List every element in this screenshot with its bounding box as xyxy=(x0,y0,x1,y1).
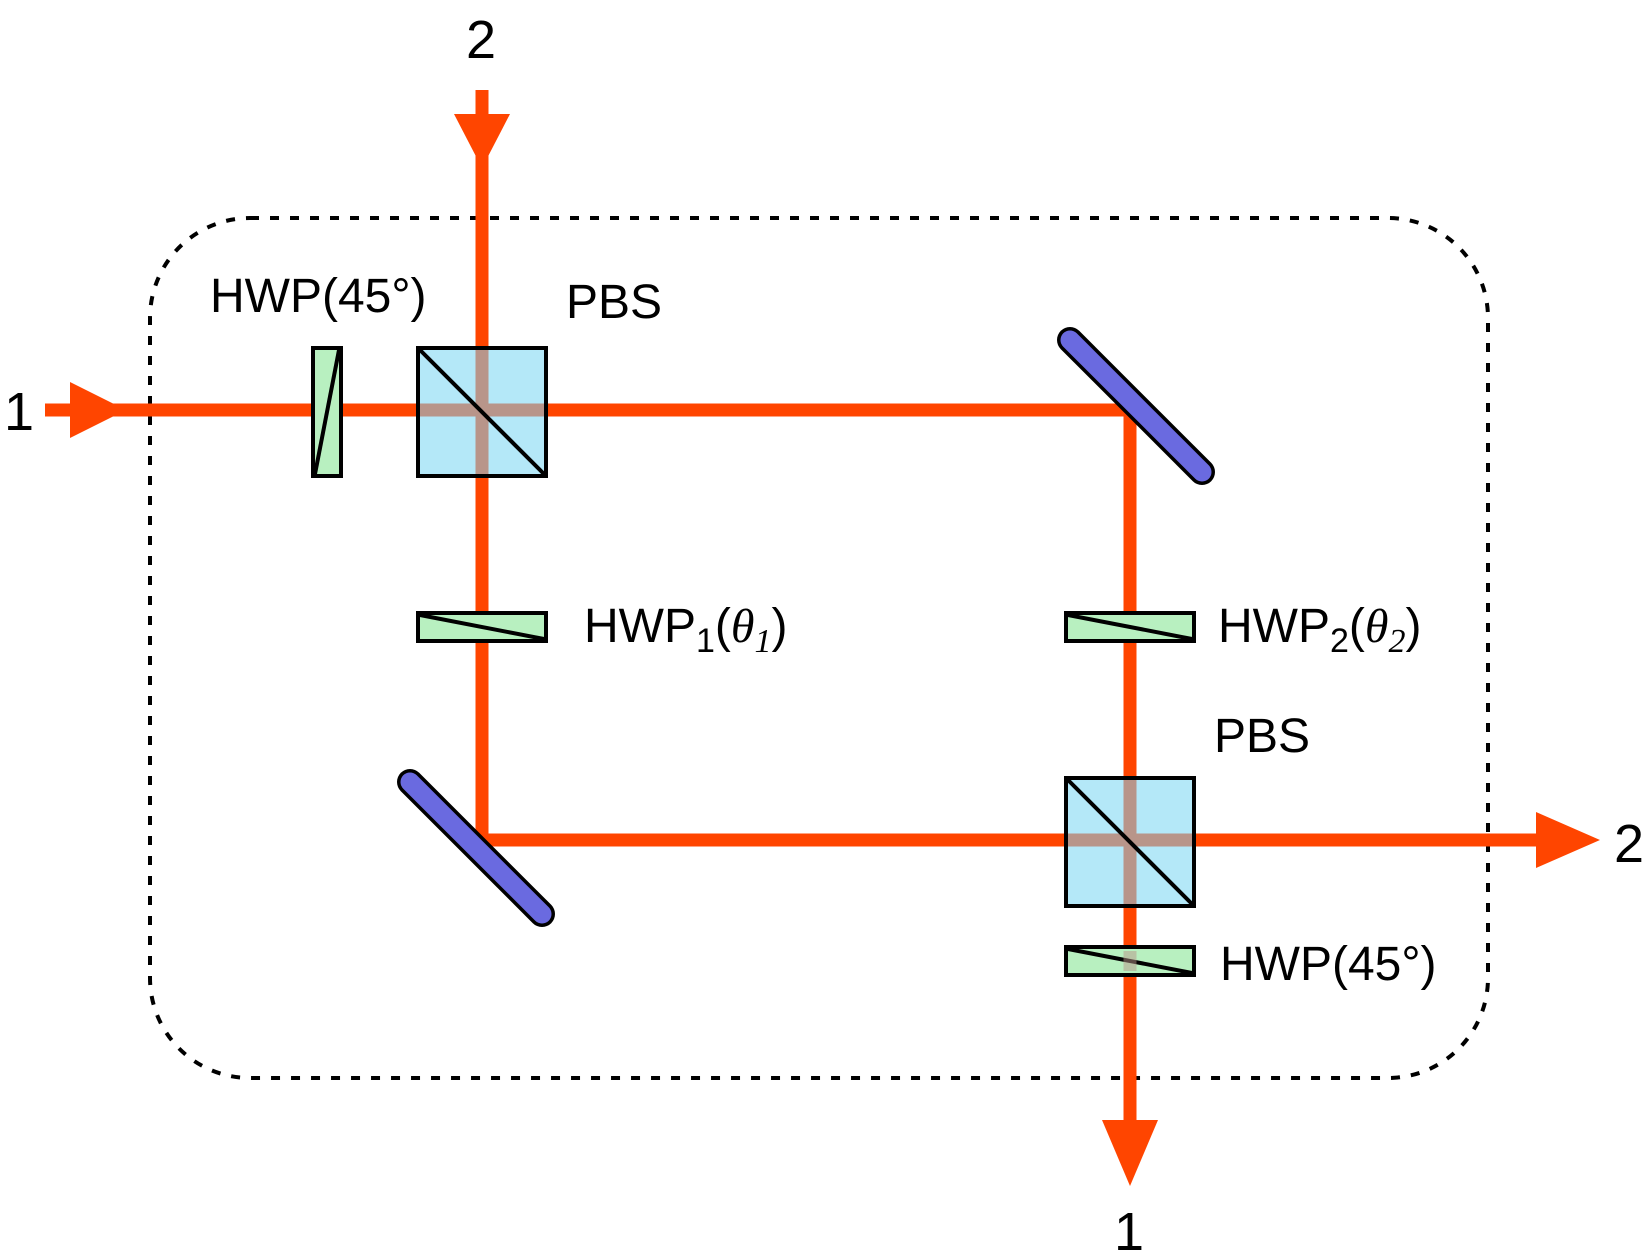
label-pbs-bottom: PBS xyxy=(1214,710,1310,763)
label-hwp1: HWP1(θ1) xyxy=(584,600,787,660)
label-hwp1-close: ) xyxy=(771,600,787,653)
arrowhead-output-2 xyxy=(1536,812,1600,868)
enclosure-box xyxy=(148,216,1490,1080)
label-hwp-45-output: HWP(45°) xyxy=(1220,938,1437,991)
mirror-top-right-fill xyxy=(1060,330,1212,482)
arrowhead-input-2 xyxy=(454,114,510,168)
label-hwp1-main: HWP xyxy=(584,600,696,653)
label-hwp2-theta: θ xyxy=(1365,600,1389,653)
label-hwp2-open: ( xyxy=(1349,600,1365,653)
label-hwp1-sub: 1 xyxy=(696,622,715,660)
waveplate-hwp-45-input xyxy=(311,346,343,478)
label-hwp1-theta-sub: 1 xyxy=(754,623,771,660)
label-hwp-45-input: HWP(45°) xyxy=(210,270,427,323)
arrowhead-output-1 xyxy=(1102,1120,1158,1186)
label-hwp2-close: ) xyxy=(1405,600,1421,653)
label-hwp1-theta: θ xyxy=(731,600,755,653)
pbs-cube-top xyxy=(416,346,548,478)
label-hwp2-theta-sub: 2 xyxy=(1388,623,1405,660)
waveplate-hwp2 xyxy=(1064,611,1196,643)
label-pbs-top: PBS xyxy=(566,276,662,329)
label-hwp1-open: ( xyxy=(715,600,731,653)
port-label-input-1: 1 xyxy=(4,382,34,442)
mirror-bottom-left-fill xyxy=(400,772,552,924)
label-hwp2-sub: 2 xyxy=(1330,622,1349,660)
pbs-cube-bottom xyxy=(1064,776,1196,908)
port-label-output-1: 1 xyxy=(1114,1202,1144,1260)
port-label-input-2: 2 xyxy=(466,10,496,70)
label-hwp2-main: HWP xyxy=(1218,600,1330,653)
arrowhead-input-1 xyxy=(70,382,126,438)
waveplate-hwp1 xyxy=(416,611,548,643)
label-hwp2: HWP2(θ2) xyxy=(1218,600,1421,660)
port-label-output-2: 2 xyxy=(1614,814,1644,874)
